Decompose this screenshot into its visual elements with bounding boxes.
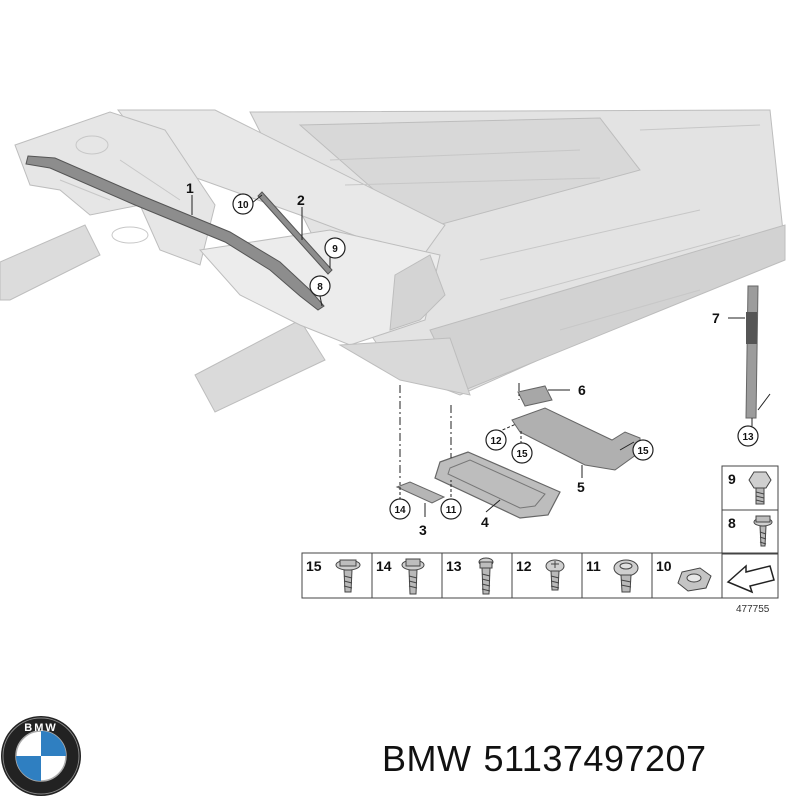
diagonal-brace-part: [257, 191, 333, 275]
underbody-frame: [0, 109, 786, 413]
vertical-strut-band: [746, 312, 757, 344]
circle-ref-12: 12: [490, 436, 502, 447]
side-legend-9: 9: [728, 471, 736, 487]
diagram-reference-number: 477755: [736, 604, 770, 615]
circle-ref-11: 11: [446, 505, 457, 516]
circle-ref-14: 14: [394, 505, 406, 516]
small-plate-part: [395, 481, 446, 504]
ribbed-plate-inner: [447, 459, 546, 509]
pan-head-screw-icon: [545, 559, 565, 591]
bottom-legend-13: 13: [446, 558, 462, 574]
bmw-logo: BMW: [1, 716, 81, 796]
leader-lines: [191, 194, 771, 517]
callout-3: 3: [419, 522, 427, 538]
underbody-details: [59, 124, 761, 331]
vertical-strut-part: [745, 285, 759, 419]
callout-4: 4: [481, 514, 489, 530]
strut-bar-part: [25, 155, 325, 311]
flange-bolt-icon: [753, 515, 773, 547]
circle-ref-15-left: 15: [516, 449, 528, 460]
logo-lettering: BMW: [24, 722, 58, 734]
flange-screw-icon: [335, 559, 361, 593]
circled-refs: [232, 193, 759, 520]
bottom-legend-14: 14: [376, 558, 392, 574]
ribbed-plate-part: [434, 451, 561, 519]
side-legend: [721, 465, 779, 555]
circle-ref-8: 8: [317, 282, 323, 293]
part-number: 51137497207: [483, 738, 707, 779]
bottom-legend-11: 11: [586, 558, 601, 574]
torx-bolt-icon: [478, 557, 494, 595]
hex-nut-icon: [677, 567, 712, 592]
bottom-legend-15: 15: [306, 558, 322, 574]
callout-6: 6: [578, 382, 586, 398]
bottom-legend: [301, 552, 779, 599]
callout-7: 7: [712, 310, 720, 326]
brand-name: BMW: [382, 738, 472, 779]
circle-ref-15-right: 15: [637, 446, 649, 457]
part-caption: BMW 51137497207: [382, 738, 719, 780]
hex-bolt-icon: [748, 471, 772, 505]
callout-2: 2: [297, 192, 305, 208]
side-legend-8: 8: [728, 515, 736, 531]
circle-ref-10: 10: [237, 200, 249, 211]
bottom-legend-10: 10: [656, 558, 672, 574]
callout-5: 5: [577, 479, 585, 495]
small-bracket-part: [517, 385, 553, 407]
collar-screw-icon: [401, 558, 425, 595]
callout-1: 1: [186, 180, 194, 196]
button-head-screw-icon: [613, 559, 639, 593]
circle-ref-9: 9: [332, 244, 338, 255]
bottom-legend-12: 12: [516, 558, 532, 574]
bracket-plate-part: [511, 407, 641, 471]
circle-ref-13: 13: [742, 432, 754, 443]
direction-arrow-icon: [726, 564, 775, 594]
